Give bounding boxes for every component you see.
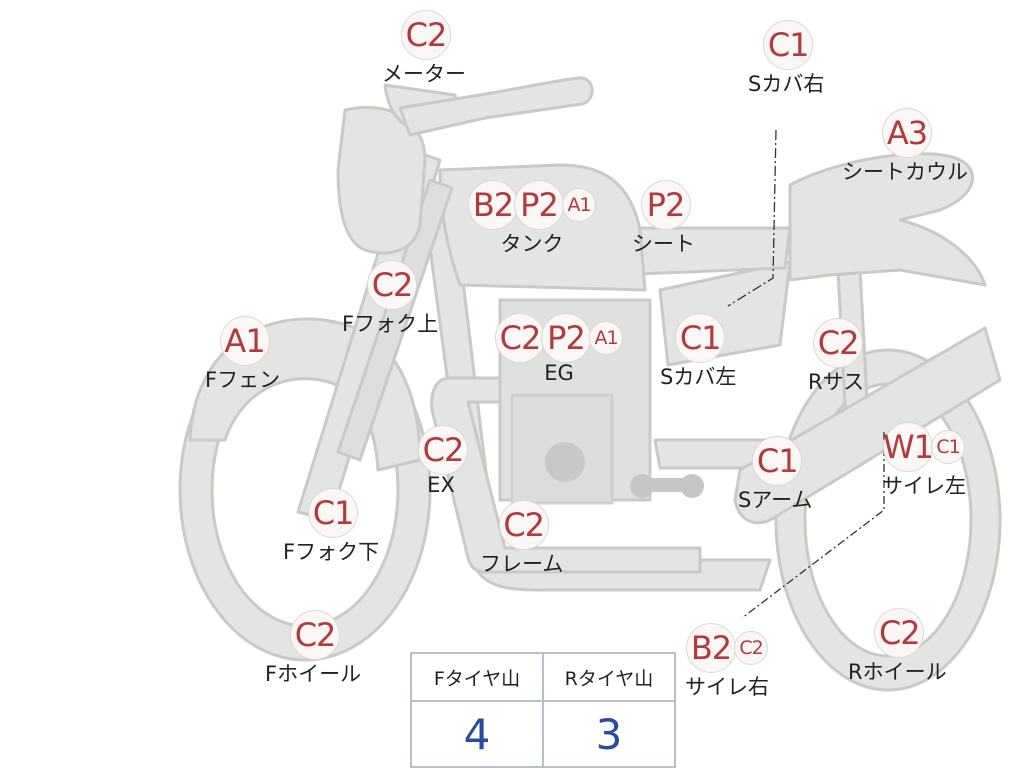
side-cover-right-leader xyxy=(727,129,777,307)
grade-badge: C1 xyxy=(763,20,814,70)
grade-badge: C1 xyxy=(931,430,965,464)
muffler-left-leader xyxy=(741,432,885,619)
grade-badge: P2 xyxy=(541,313,591,363)
grade-badges: C2 xyxy=(401,10,451,60)
grade-badge: P2 xyxy=(640,180,691,230)
grade-badge: A3 xyxy=(882,108,932,158)
grade-badges: C2 xyxy=(290,610,341,660)
rear-tire-tread-value: 3 xyxy=(542,700,676,768)
grade-badges: C2 xyxy=(498,500,549,550)
grade-badge: C2 xyxy=(495,313,545,363)
grade-badge: C1 xyxy=(752,436,803,486)
front-tire-tread-value: 4 xyxy=(410,700,544,768)
grade-badges: C1 xyxy=(763,20,814,70)
front-tire-tread-header: Fタイヤ山 xyxy=(410,652,544,702)
part-label: Sカバ右 xyxy=(748,72,825,96)
grade-badges: C2 xyxy=(874,608,925,658)
part-label: Rホイール xyxy=(848,660,947,684)
part-label: Rサス xyxy=(808,370,865,394)
grade-badge: B2 xyxy=(686,623,736,673)
handlebar-shape xyxy=(398,76,594,137)
part-label: Fフェン xyxy=(205,368,281,392)
grade-badges: A3 xyxy=(882,108,932,158)
grade-badges: C2 xyxy=(418,425,468,475)
grade-badges: A1 xyxy=(219,316,270,366)
grade-badge: C1 xyxy=(675,313,726,363)
part-label: EX xyxy=(427,473,455,497)
grade-badge: C2 xyxy=(401,10,451,60)
grade-badge: C2 xyxy=(874,608,925,658)
grade-badge: P2 xyxy=(514,180,564,230)
part-label: メーター xyxy=(382,62,466,86)
rear-tire-tread-header: Rタイヤ山 xyxy=(542,652,676,702)
grade-badge: W1 xyxy=(883,422,934,472)
part-label: シート xyxy=(632,232,695,256)
part-label: フレーム xyxy=(480,552,564,576)
part-label: タンク xyxy=(500,232,564,256)
part-label: サイレ右 xyxy=(685,675,769,699)
part-label: Fフォク下 xyxy=(283,540,380,564)
grade-badge: C2 xyxy=(418,425,468,475)
grade-badge: A1 xyxy=(589,321,623,355)
grade-badges: C1 xyxy=(675,313,726,363)
grade-badges: C2 xyxy=(813,318,864,368)
grade-badges: C1 xyxy=(308,488,359,538)
grade-badges: C2 xyxy=(367,260,418,310)
grade-badge: A1 xyxy=(219,316,270,366)
grade-badge: C2 xyxy=(813,318,864,368)
part-label: EG xyxy=(544,361,574,385)
grade-badge: C2 xyxy=(734,631,768,665)
grade-badges: P2 xyxy=(640,180,691,230)
part-label: シートカウル xyxy=(842,160,968,184)
part-label: Sカバ左 xyxy=(660,365,737,389)
grade-badge: C1 xyxy=(308,488,359,538)
part-label: Fフォク上 xyxy=(342,312,439,336)
part-label: Sアーム xyxy=(738,488,813,512)
grade-badge: C2 xyxy=(367,260,418,310)
part-label: Fホイール xyxy=(265,662,362,686)
grade-badge: A1 xyxy=(562,188,596,222)
grade-badge: C2 xyxy=(290,610,341,660)
tire-tread-table: Fタイヤ山 Rタイヤ山 4 3 xyxy=(410,652,676,768)
seat-cowl-shape xyxy=(788,152,987,287)
grade-badge: B2 xyxy=(468,180,518,230)
grade-badges: C1 xyxy=(752,436,803,486)
part-label: サイレ左 xyxy=(882,474,966,498)
grade-badge: C2 xyxy=(498,500,549,550)
